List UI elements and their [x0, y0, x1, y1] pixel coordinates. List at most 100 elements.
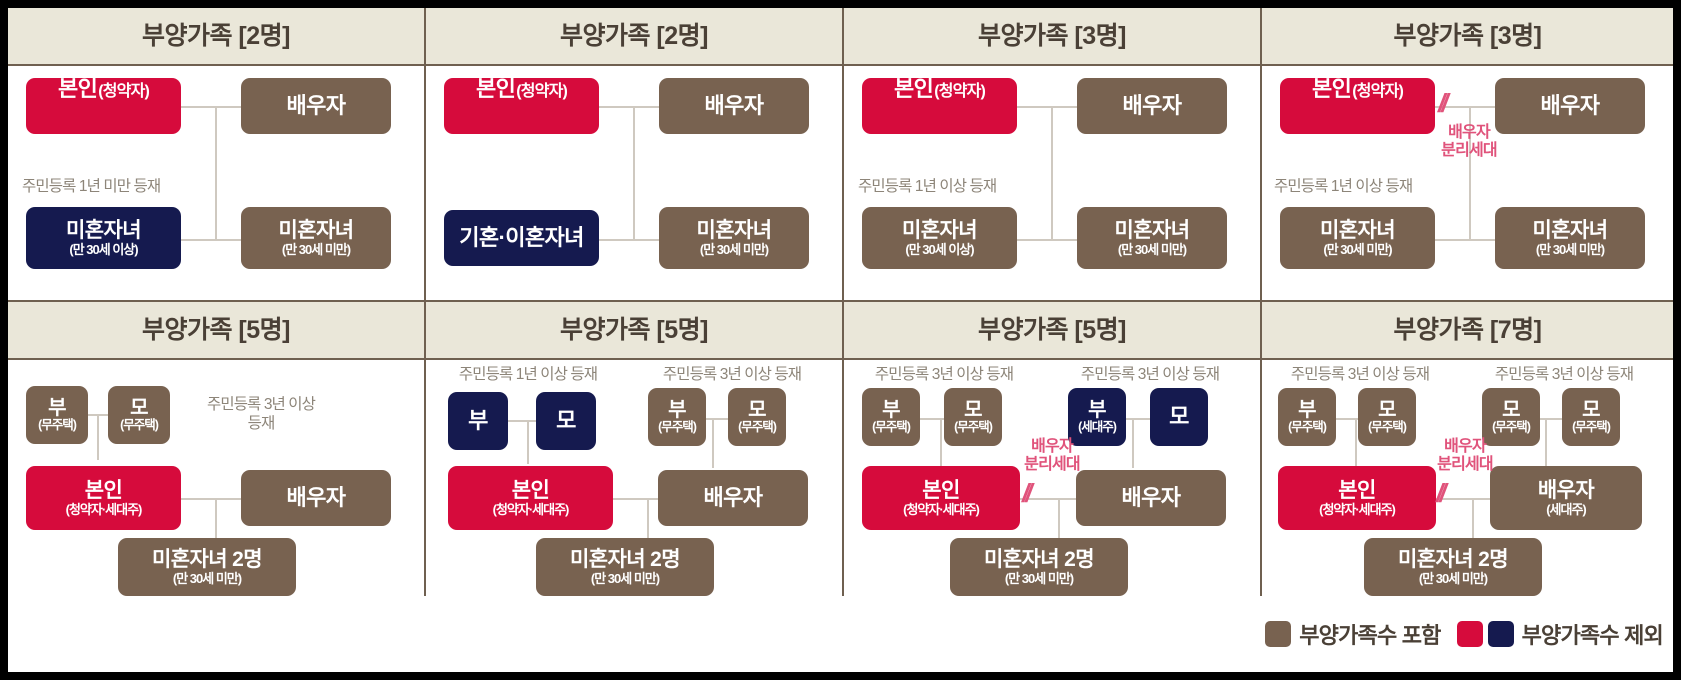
legend-item-included: 부양가족수 포함	[1265, 618, 1441, 650]
person-box-father-left: 부	[448, 392, 508, 450]
spouse-separate-household-label: 배우자 분리세대	[1437, 438, 1493, 473]
person-box-father: 부 (무주택)	[26, 386, 88, 444]
case-card-4: 부양가족 [3명] // 배우자 분리세대 본인 (청약자) 배우자 주민등록 …	[1262, 8, 1673, 302]
separation-slash-icon: //	[1022, 478, 1033, 508]
legend: 부양가족수 포함 부양가족수 제외	[8, 596, 1673, 672]
case-card-8: 부양가족 [7명] // 배우자 분리세대 주민등록 3년 이상 등재 주민등록…	[1262, 302, 1673, 596]
case-title-1: 부양가족 [2명]	[8, 8, 424, 66]
person-box-child-right: 미혼자녀 (만 30세 미만)	[1495, 207, 1645, 269]
person-box-child-left: 미혼자녀 (만 30세 이상)	[862, 207, 1017, 269]
case-body-2: 본인 (청약자) 배우자 기혼·이혼자녀 미혼자녀 (만 30세 미만)	[426, 66, 842, 302]
person-box-self: 본인 (청약자)	[444, 77, 599, 134]
legend-swatch-navy-icon	[1487, 621, 1514, 647]
person-box-spouse: 배우자	[659, 78, 809, 134]
person-box-father-right: 부 (무주택)	[648, 388, 706, 446]
person-box-children: 미혼자녀 2명 (만 30세 미만)	[1364, 538, 1542, 596]
registration-note: 주민등록 1년 미만 등재	[22, 178, 161, 195]
legend-swatch-brown-icon	[1265, 621, 1292, 647]
case-title-8: 부양가족 [7명]	[1262, 302, 1673, 360]
person-box-children: 미혼자녀 2명 (만 30세 미만)	[118, 538, 296, 596]
case-card-5: 부양가족 [5명] 부 (무주택) 모 (무주택) 주민등록 3년 이상 등재 …	[8, 302, 426, 596]
case-title-5: 부양가족 [5명]	[8, 302, 424, 360]
legend-item-excluded: 부양가족수 제외	[1456, 618, 1664, 650]
cases-grid: 부양가족 [2명] 본인 (청약자) 배우자 주민등록 1년 미만 등재 미혼자…	[8, 8, 1673, 596]
case-card-1: 부양가족 [2명] 본인 (청약자) 배우자 주민등록 1년 미만 등재 미혼자…	[8, 8, 426, 302]
connector	[1058, 498, 1060, 550]
person-box-spouse: 배우자 (세대주)	[1490, 466, 1642, 530]
person-box-self: 본인 (청약자)	[26, 77, 181, 134]
connector	[712, 418, 714, 468]
connector	[633, 106, 635, 240]
connector	[1545, 418, 1547, 468]
person-box-father-right: 모 (무주택)	[1482, 388, 1540, 446]
person-box-self: 본인 (청약자·세대주)	[26, 466, 181, 530]
case-body-1: 본인 (청약자) 배우자 주민등록 1년 미만 등재 미혼자녀 (만 30세 이…	[8, 66, 424, 302]
connector	[1132, 418, 1134, 468]
case-body-6: 주민등록 1년 이상 등재 주민등록 3년 이상 등재 부 모 부 (무주택) …	[426, 360, 842, 596]
person-box-child-left: 미혼자녀 (만 30세 이상)	[26, 207, 181, 269]
case-title-6: 부양가족 [5명]	[426, 302, 842, 360]
person-box-mother-right: 모 (무주택)	[1562, 388, 1620, 446]
connector	[940, 418, 942, 466]
legend-swatch-group	[1456, 621, 1514, 647]
person-box-mother-left: 모 (무주택)	[1358, 388, 1416, 446]
person-box-self: 본인 (청약자·세대주)	[448, 466, 613, 530]
registration-note-left: 주민등록 1년 이상 등재	[458, 366, 598, 383]
connector	[1355, 418, 1357, 466]
connector	[215, 498, 217, 550]
registration-note-left: 주민등록 3년 이상 등재	[874, 366, 1014, 383]
person-box-father-right: 부 (세대주)	[1068, 388, 1126, 446]
case-body-4: // 배우자 분리세대 본인 (청약자) 배우자 주민등록 1년 이상 등재 미…	[1262, 66, 1673, 302]
separation-slash-icon: //	[1436, 478, 1447, 508]
spouse-separate-household-label: 배우자 분리세대	[1441, 124, 1497, 159]
person-box-child-left: 기혼·이혼자녀	[444, 210, 599, 266]
person-box-father-left: 부 (무주택)	[862, 388, 920, 446]
person-box-child-left: 미혼자녀 (만 30세 미만)	[1280, 207, 1435, 269]
connector	[1469, 106, 1471, 240]
person-box-child-right: 미혼자녀 (만 30세 미만)	[1077, 207, 1227, 269]
person-box-spouse: 배우자	[1077, 78, 1227, 134]
registration-note: 주민등록 3년 이상 등재	[206, 396, 316, 432]
connector	[647, 498, 649, 550]
person-box-spouse: 배우자	[658, 470, 808, 526]
person-box-mother: 모 (무주택)	[108, 386, 170, 444]
legend-label-included: 부양가족수 포함	[1299, 623, 1441, 648]
person-box-self: 본인 (청약자·세대주)	[862, 466, 1020, 530]
registration-note-right: 주민등록 3년 이상 등재	[1494, 366, 1634, 383]
connector	[1472, 498, 1474, 550]
person-box-child-right: 미혼자녀 (만 30세 미만)	[241, 207, 391, 269]
case-title-3: 부양가족 [3명]	[844, 8, 1260, 66]
person-box-spouse: 배우자	[1076, 470, 1226, 526]
person-box-self: 본인 (청약자)	[1280, 77, 1435, 134]
case-card-3: 부양가족 [3명] 본인 (청약자) 배우자 주민등록 1년 이상 등재 미혼자…	[844, 8, 1262, 302]
person-box-spouse: 배우자	[241, 470, 391, 526]
person-box-children: 미혼자녀 2명 (만 30세 미만)	[950, 538, 1128, 596]
case-body-7: // 배우자 분리세대 주민등록 3년 이상 등재 주민등록 3년 이상 등재 …	[844, 360, 1260, 596]
case-body-8: // 배우자 분리세대 주민등록 3년 이상 등재 주민등록 3년 이상 등재 …	[1262, 360, 1673, 596]
connector	[215, 106, 217, 240]
person-box-child-right: 미혼자녀 (만 30세 미만)	[659, 207, 809, 269]
registration-note-right: 주민등록 3년 이상 등재	[662, 366, 802, 383]
separation-slash-icon: //	[1438, 88, 1449, 118]
connector	[527, 420, 529, 464]
person-box-mother-left: 모 (무주택)	[944, 388, 1002, 446]
spouse-separate-household-label: 배우자 분리세대	[1024, 438, 1080, 473]
case-title-4: 부양가족 [3명]	[1262, 8, 1673, 66]
person-box-self: 본인 (청약자)	[862, 77, 1017, 134]
case-title-2: 부양가족 [2명]	[426, 8, 842, 66]
registration-note-right: 주민등록 3년 이상 등재	[1080, 366, 1220, 383]
legend-swatch-crimson-icon	[1456, 621, 1483, 647]
case-body-5: 부 (무주택) 모 (무주택) 주민등록 3년 이상 등재 본인 (청약자·세대…	[8, 360, 424, 596]
connector	[1051, 106, 1053, 240]
case-body-3: 본인 (청약자) 배우자 주민등록 1년 이상 등재 미혼자녀 (만 30세 이…	[844, 66, 1260, 302]
person-box-self: 본인 (청약자·세대주)	[1278, 466, 1436, 530]
person-box-spouse: 배우자	[241, 78, 391, 134]
person-box-children: 미혼자녀 2명 (만 30세 미만)	[536, 538, 714, 596]
person-box-spouse: 배우자	[1495, 78, 1645, 134]
registration-note: 주민등록 1년 이상 등재	[1274, 178, 1413, 195]
case-card-2: 부양가족 [2명] 본인 (청약자) 배우자 기혼·이혼자녀 미혼자녀 (만 3…	[426, 8, 844, 302]
case-card-7: 부양가족 [5명] // 배우자 분리세대 주민등록 3년 이상 등재 주민등록…	[844, 302, 1262, 596]
person-box-mother-right: 모	[1150, 388, 1208, 446]
registration-note-left: 주민등록 3년 이상 등재	[1290, 366, 1430, 383]
